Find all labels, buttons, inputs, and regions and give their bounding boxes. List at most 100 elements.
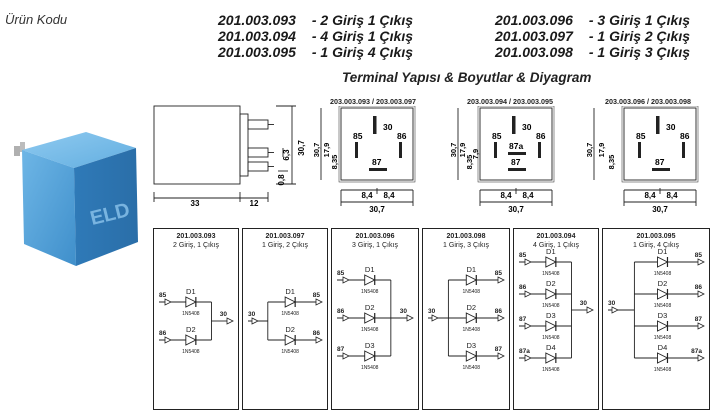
diode-symbol (545, 320, 557, 332)
dim-label: 8,4 (383, 191, 395, 200)
code-number: 201.003.093 (218, 12, 296, 28)
diagram-subtitle: 2 Giriş, 1 Çıkış (173, 242, 219, 249)
terminal-arrow (611, 306, 619, 314)
diode-label: D1 (186, 287, 196, 296)
diode-label: D2 (285, 325, 295, 334)
diode-symbol (657, 256, 669, 268)
terminal-view-094-095: 30 85 86 87a 87 30,7 17,9 8,35 7,9 8,4 8… (450, 106, 555, 214)
output-label: 87 (695, 316, 703, 323)
terminal-view-title: 203.003.096 / 203.003.098 (605, 97, 691, 106)
diode-part: 1N5408 (463, 327, 481, 333)
terminal-arrow (406, 314, 414, 322)
terminal-arrow (524, 258, 532, 266)
diode-part: 1N5408 (182, 311, 200, 317)
diode-label: D4 (658, 343, 668, 352)
relay-side-view: 33 12 30,7 6,3 0,8 (153, 105, 306, 208)
dim-label: 8,4 (522, 191, 534, 200)
pin-label: 86 (397, 131, 407, 141)
output-label: 30 (580, 300, 588, 307)
dim-label: 17,9 (458, 143, 467, 158)
terminal-arrow (342, 276, 350, 284)
output-label: 86 (313, 330, 321, 337)
diode-part: 1N5408 (542, 303, 560, 309)
diode-part: 1N5408 (654, 367, 672, 373)
diode-symbol (545, 352, 557, 364)
diode-label: D1 (285, 287, 295, 296)
code-number: 201.003.094 (218, 28, 296, 44)
dim-label: 8,4 (644, 191, 656, 200)
diode-symbol (364, 350, 376, 362)
terminal-arrow (524, 322, 532, 330)
terminal-arrow (497, 352, 505, 360)
input-label: 85 (159, 292, 167, 299)
diode-part: 1N5408 (361, 327, 379, 333)
diode-part: 1N5408 (361, 289, 379, 295)
diode-part: 1N5408 (361, 365, 379, 371)
dim-33: 33 (191, 199, 200, 208)
dim-label: 8,35 (465, 155, 474, 170)
code-desc: - 1 Giriş 3 Çıkış (588, 44, 691, 60)
diode-part: 1N5408 (542, 271, 560, 277)
diode-label: D2 (546, 279, 556, 288)
diode-label: D2 (658, 279, 668, 288)
dim-12: 12 (250, 199, 259, 208)
diode-symbol (657, 352, 669, 364)
dim-label: 30,7 (369, 205, 385, 214)
diode-part: 1N5408 (654, 335, 672, 341)
diode-part: 1N5408 (542, 335, 560, 341)
pin-label: 30 (666, 122, 676, 132)
diode-part: 1N5408 (654, 303, 672, 309)
pin-label: 87a (509, 141, 523, 151)
dim-0-8: 0,8 (277, 174, 286, 186)
terminal-arrow (431, 314, 439, 322)
diode-symbol (545, 256, 557, 268)
input-label: 85 (519, 252, 527, 259)
terminal-arrow (524, 290, 532, 298)
dim-30-7: 30,7 (297, 140, 306, 156)
input-label: 86 (519, 284, 527, 291)
input-label: 30 (608, 300, 616, 307)
diode-part: 1N5408 (654, 271, 672, 277)
dim-label: 30,7 (313, 143, 321, 158)
diode-part: 1N5408 (182, 349, 200, 355)
output-label: 86 (695, 284, 703, 291)
code-number: 201.003.098 (495, 44, 573, 60)
code-desc: - 3 Giriş 1 Çıkış (588, 12, 691, 28)
dim-label: 8,4 (500, 191, 512, 200)
dim-label: 30,7 (652, 205, 668, 214)
diode-symbol (185, 296, 197, 308)
codes-left: 201.003.093- 2 Giriş 1 Çıkış 201.003.094… (218, 12, 413, 60)
diagram-code: 201.003.095 (637, 233, 676, 240)
diode-symbol (465, 274, 478, 286)
terminal-arrow (697, 258, 705, 266)
terminal-arrow (342, 352, 350, 360)
dim-label: 30,7 (586, 143, 594, 158)
dim-label: 30,7 (508, 205, 524, 214)
code-row: 201.003.094- 4 Giriş 1 Çıkış (218, 28, 413, 44)
diode-label: D2 (186, 325, 196, 334)
output-label: 87a (691, 348, 702, 355)
terminal-arrow (342, 314, 350, 322)
diode-part: 1N5408 (463, 289, 481, 295)
pin-label: 85 (353, 131, 363, 141)
diode-symbol (545, 288, 557, 300)
input-label: 30 (248, 311, 256, 318)
diode-symbol (284, 296, 297, 308)
output-label: 86 (495, 308, 503, 315)
output-label: 85 (695, 252, 703, 259)
diagram-subtitle: 1 Giriş, 4 Çıkış (633, 242, 679, 249)
diode-label: D1 (546, 247, 556, 256)
dim-label: 17,9 (322, 143, 331, 158)
diagram-code: 201.003.094 (537, 233, 576, 240)
dim-label: 8,35 (330, 155, 339, 170)
input-label: 85 (337, 270, 345, 277)
terminal-arrow (697, 354, 705, 362)
terminal-arrow (697, 322, 705, 330)
pin-label: 85 (636, 131, 646, 141)
